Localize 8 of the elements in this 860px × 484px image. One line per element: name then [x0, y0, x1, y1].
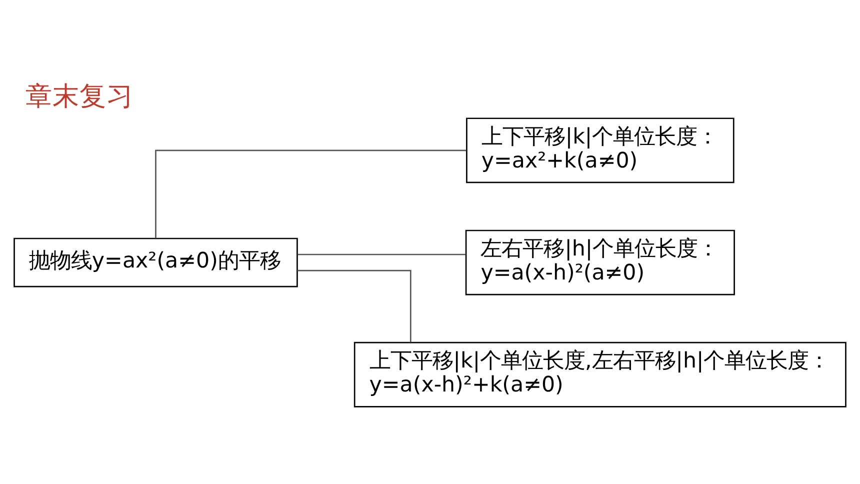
node-box: 左右平移|h|个单位长度： y=a(x-h)²(a≠0)	[465, 229, 735, 295]
node-box: 上下平移|k|个单位长度,左右平移|h|个单位长度： y=a(x-h)²+k(a≠0)	[354, 341, 846, 407]
node-box: 上下平移|k|个单位长度： y=ax²+k(a≠0)	[466, 117, 734, 183]
connector	[297, 269, 412, 342]
node-box: 抛物线y=ax²(a≠0)的平移	[14, 237, 298, 287]
connector	[155, 149, 466, 238]
diagram-title: 章末复习	[26, 80, 134, 112]
connector	[298, 253, 466, 255]
